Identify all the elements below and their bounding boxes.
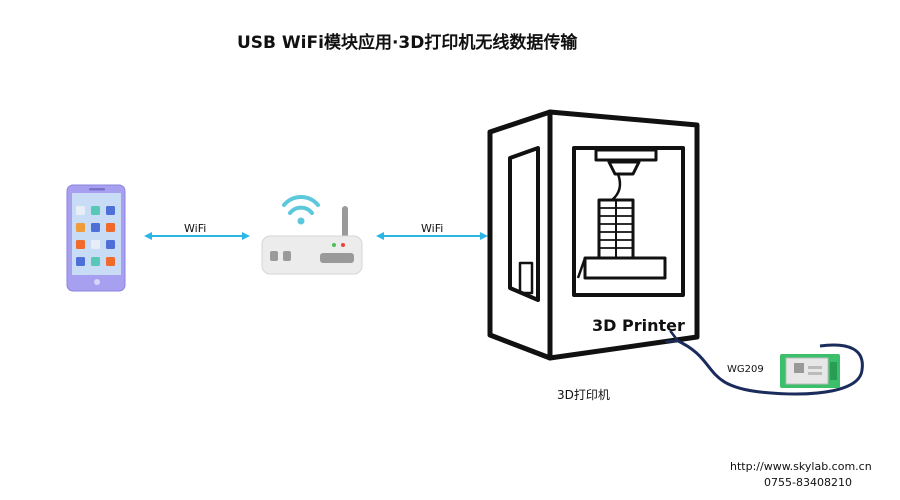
footer-url: http://www.skylab.com.cn <box>730 460 872 473</box>
wifi-link-label-2: WiFi <box>421 222 444 235</box>
wifi-module-icon <box>780 354 840 388</box>
router-icon <box>261 194 363 275</box>
wifi-link-label-1: WiFi <box>184 222 207 235</box>
page-title: USB WiFi模块应用·3D打印机无线数据传输 <box>237 33 578 53</box>
printer-caption: 3D打印机 <box>557 388 610 402</box>
module-label: WG209 <box>727 364 764 375</box>
footer-phone: 0755-83408210 <box>764 476 852 489</box>
printer-label: 3D Printer <box>592 316 685 335</box>
module-link-arrow <box>676 340 864 396</box>
printer-illustration <box>487 109 700 361</box>
smartphone-icon <box>66 184 126 292</box>
